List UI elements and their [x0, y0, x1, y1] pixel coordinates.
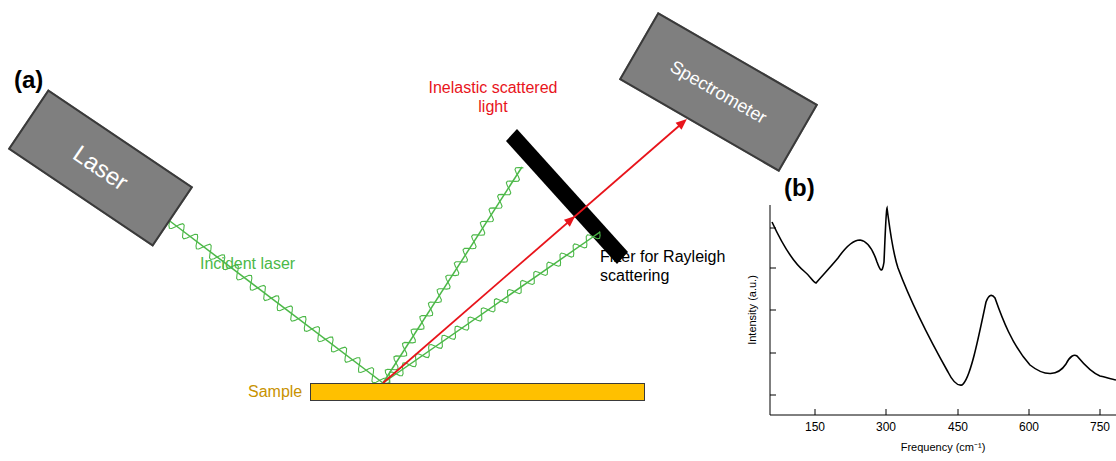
sample-stage: Sample — [248, 383, 645, 401]
tick-label: 600 — [1019, 420, 1039, 434]
rayleigh-wave — [383, 168, 523, 384]
arrow-head — [564, 216, 575, 227]
sample-bar — [310, 383, 645, 401]
beam-label: Inelastic scattered light — [418, 78, 568, 116]
rayleigh-filter — [506, 129, 628, 264]
tick-label: 300 — [876, 420, 896, 434]
laser-box: Laser — [7, 89, 192, 247]
tick-label: 750 — [1090, 420, 1110, 434]
raman-spectrum — [772, 208, 1116, 385]
sample-label: Sample — [248, 383, 302, 401]
device-label: Spectrometer — [666, 56, 770, 128]
beam-label: Incident laser — [200, 255, 295, 273]
spectrum-chart — [770, 205, 1116, 415]
incident-beam — [169, 221, 387, 383]
axis-title: Frequency (cm⁻¹) — [901, 439, 986, 454]
panel-letter: (a) — [14, 66, 43, 94]
panel-letter: (b) — [784, 174, 815, 202]
arrow-head — [676, 119, 687, 130]
tick-label: 150 — [805, 420, 825, 434]
tick-label: 450 — [948, 420, 968, 434]
axis-title: Intensity (a.u.) — [746, 275, 758, 345]
rayleigh-wave — [383, 231, 600, 384]
filter-label: Filter for Rayleigh scattering — [600, 247, 770, 285]
spectrometer-box: Spectrometer — [618, 12, 817, 172]
device-label: Laser — [67, 140, 132, 197]
